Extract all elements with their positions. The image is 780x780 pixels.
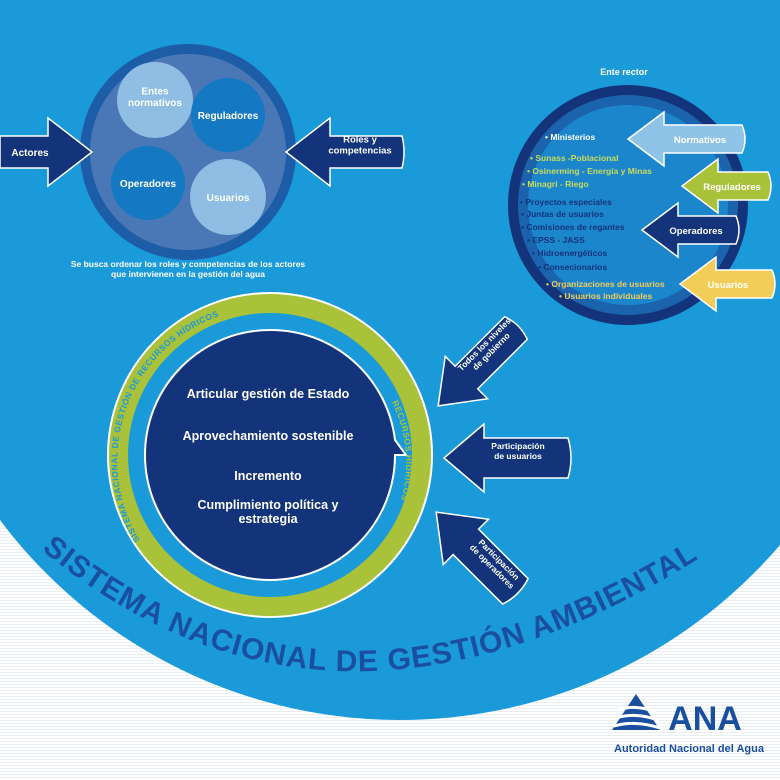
- arrow-normativos: Normativos: [626, 110, 746, 168]
- ana-logo: ANA Autoridad Nacional del Agua: [612, 694, 765, 755]
- arrow-actores: Actores: [0, 116, 94, 188]
- circle-entes-normativos: [117, 62, 193, 138]
- center-item-2: Aprovechamiento sostenible: [183, 429, 354, 443]
- ente-rector-list-item: • Comisiones de regantes: [521, 222, 625, 232]
- circle-operadores: [111, 146, 185, 220]
- ente-rector-list-item: • Juntas de usuarios: [521, 209, 604, 219]
- ente-rector-list-item: • Ministerios: [545, 132, 595, 142]
- arrow-normativos-label: Normativos: [674, 135, 726, 146]
- circle-usuarios: [190, 159, 266, 235]
- core-navy-disc: [144, 328, 408, 581]
- ana-logo-subtitle: Autoridad Nacional del Agua: [614, 743, 765, 755]
- circle-reguladores: [191, 78, 265, 152]
- arrow-operadores-label: Operadores: [669, 226, 722, 237]
- label-operadores: Operadores: [120, 179, 177, 190]
- ente-rector-list: • Ministerios • Sunass -Poblacional • Osin…: [520, 132, 665, 301]
- label-usuarios: Usuarios: [207, 193, 250, 204]
- ente-rector-list-item: • Consecionarios: [538, 262, 607, 272]
- arrow-reguladores-label: Reguladores: [703, 182, 761, 193]
- ente-rector-heading: Ente rector: [600, 67, 648, 77]
- actors-caption: Se busca ordenar los roles y competencia…: [71, 259, 306, 279]
- arrow-usuarios: Usuarios: [678, 255, 776, 313]
- center-item-3: Incremento: [234, 469, 302, 483]
- ana-logo-mark: [612, 694, 660, 730]
- label-reguladores: Reguladores: [198, 111, 259, 122]
- arrow-operadores: Operadores: [640, 201, 740, 259]
- ente-rector-list-item: • Hidroenergéticos: [532, 248, 608, 258]
- ana-logo-name: ANA: [668, 700, 742, 738]
- ente-rector-list-item: • Minagri - Riego: [522, 179, 589, 189]
- arrow-reguladores: Reguladores: [680, 157, 772, 215]
- ente-rector-group: Ente rector • Ministerios • Sunass -Pobla…: [508, 67, 776, 325]
- ente-rector-list-item: • Organizaciones de usuarios: [546, 279, 665, 289]
- arrow-usuarios-label: Usuarios: [708, 280, 749, 291]
- arrow-actores-label: Actores: [11, 148, 49, 159]
- recursos-hidricos-group: SISTEMA NACIONAL DE GESTIÓN DE RECURSOS …: [107, 292, 433, 618]
- center-item-1: Articular gestión de Estado: [187, 387, 350, 401]
- ente-rector-list-item: • Usuarios individuales: [559, 291, 652, 301]
- ente-rector-list-item: • EPSS - JASS: [527, 235, 585, 245]
- ente-rector-list-item: • Sunass -Poblacional: [530, 153, 618, 163]
- ente-rector-list-item: • Proyectos especiales: [520, 197, 612, 207]
- ente-rector-list-item: • Osinerming - Energía y Minas: [527, 166, 652, 176]
